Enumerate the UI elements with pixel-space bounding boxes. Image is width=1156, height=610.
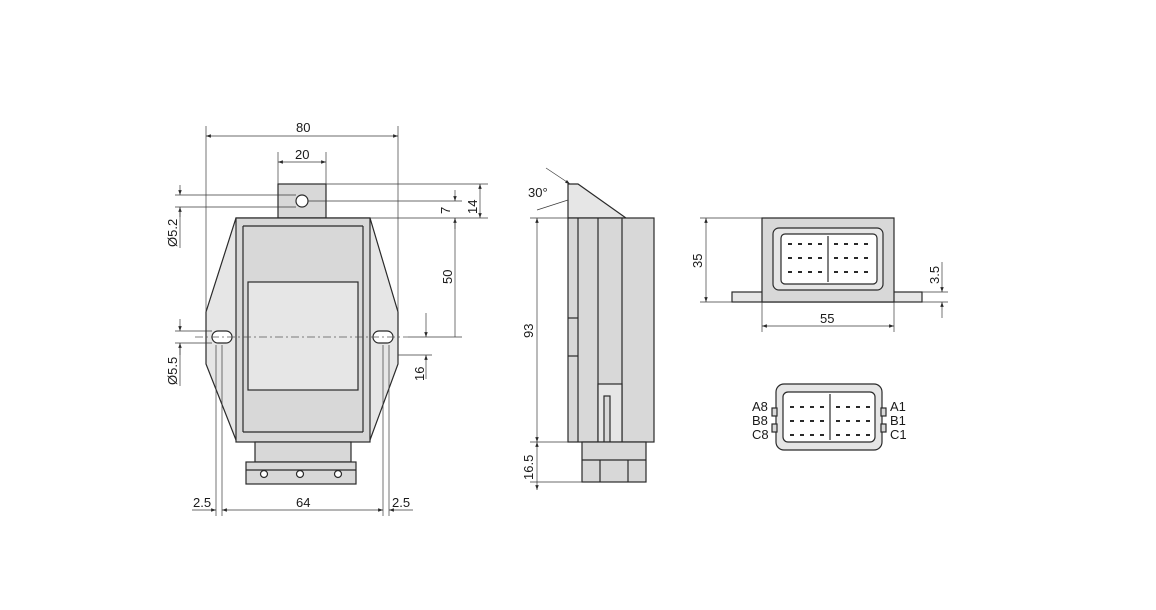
pin-label-b8: B8 xyxy=(752,413,768,428)
front-connector-neck xyxy=(254,441,352,463)
dim-centerline-to-bottom: 16 xyxy=(412,367,427,381)
front-dimensions: 80 20 Ø5.2 14 7 50 16 xyxy=(165,120,488,516)
dim-hole-to-centerline: 50 xyxy=(440,270,455,284)
side-flange xyxy=(567,183,628,219)
dim-left-offset: 2.5 xyxy=(193,495,211,510)
label-area xyxy=(247,281,359,391)
dim-bottom-height: 35 xyxy=(690,254,705,268)
dim-overall-width: 80 xyxy=(296,120,310,135)
tab-hole xyxy=(295,194,309,208)
bottom-connector-face xyxy=(780,233,878,285)
pin-label-c1: C1 xyxy=(890,427,907,442)
side-connector xyxy=(581,441,647,483)
dim-flange-thickness: 3.5 xyxy=(927,266,942,284)
dim-tab-hole-diameter: Ø5.2 xyxy=(165,219,180,247)
dim-side-height: 93 xyxy=(521,324,536,338)
pin-label-a1: A1 xyxy=(890,399,906,414)
pin-label-a8: A8 xyxy=(752,399,768,414)
side-view xyxy=(567,183,655,483)
dim-side-hole-diameter: Ø5.5 xyxy=(165,357,180,385)
dim-connector-height: 16.5 xyxy=(521,455,536,480)
bottom-pins xyxy=(788,243,868,273)
dim-tab-to-body: 7 xyxy=(438,207,453,214)
dim-angle: 30° xyxy=(528,185,548,200)
dim-tab-width: 20 xyxy=(295,147,309,162)
side-dimensions: 93 16.5 30° xyxy=(521,167,582,490)
pinout-pins xyxy=(790,406,870,436)
pinout-face xyxy=(782,391,876,443)
dim-hole-spacing: 64 xyxy=(296,495,310,510)
bottom-view xyxy=(731,217,923,303)
dim-bottom-width: 55 xyxy=(820,311,834,326)
pin-label-b1: B1 xyxy=(890,413,906,428)
dim-tab-height: 14 xyxy=(465,200,480,214)
pinout-view: A8 B8 C8 A1 B1 C1 xyxy=(752,383,907,451)
pin-label-c8: C8 xyxy=(752,427,769,442)
dim-right-offset: 2.5 xyxy=(392,495,410,510)
bottom-dimensions: 35 3.5 55 xyxy=(690,217,948,332)
front-view xyxy=(195,183,408,485)
